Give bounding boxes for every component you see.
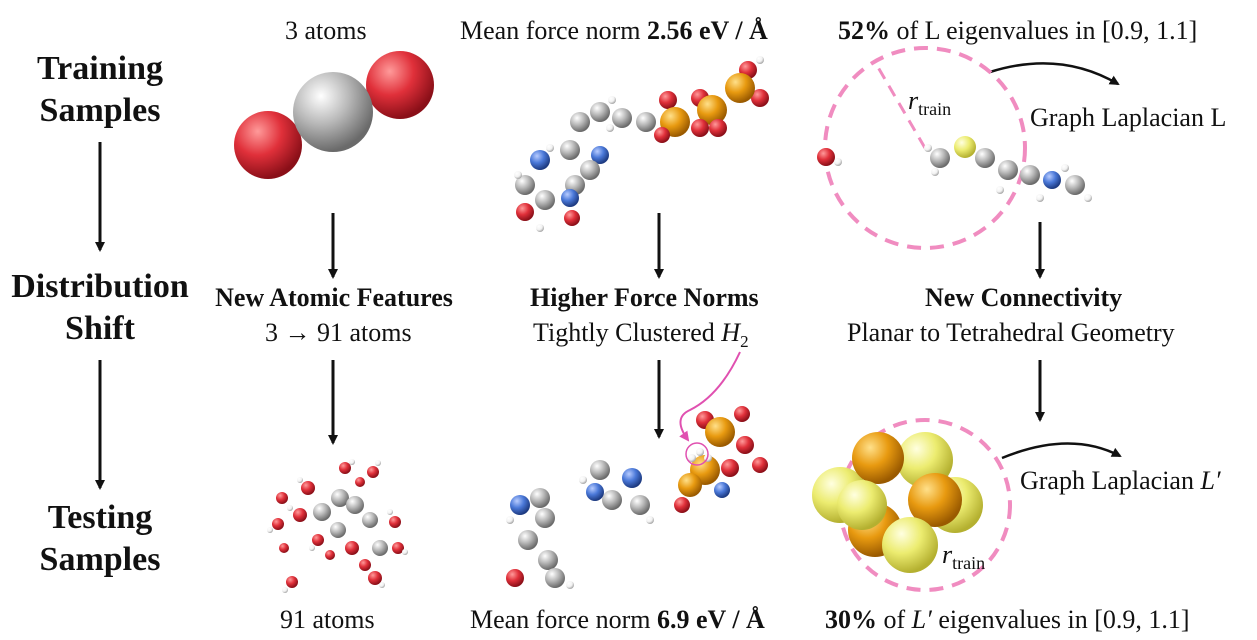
row-label-line: Distribution: [11, 268, 189, 305]
col2-top-caption: Mean force norm 2.56 eV / Å: [460, 16, 768, 46]
caption-text: Mean force norm: [460, 16, 647, 45]
caption-text: Tightly Clustered: [533, 318, 722, 347]
caption-text: Graph Laplacian: [1020, 466, 1201, 495]
row-label-shift: Distribution Shift: [0, 266, 200, 350]
molecule-bottom-right: [812, 432, 983, 573]
col2-bottom-caption: Mean force norm 6.9 eV / Å: [470, 605, 765, 635]
caption-text: of L eigenvalues in [0.9, 1.1]: [890, 16, 1198, 45]
co2-molecule: [234, 51, 434, 179]
h2-highlight: [685, 442, 709, 466]
col3-shift-title: New Connectivity: [925, 283, 1123, 312]
row-label-line: Testing: [47, 499, 153, 536]
force-norm-value: 2.56 eV / Å: [646, 16, 768, 45]
col3-bottom-caption: 30% of L′ eigenvalues in [0.9, 1.1]: [825, 605, 1190, 635]
row-label-training: Training Samples: [20, 48, 180, 132]
laplacian-arrow-top: [989, 62, 1120, 86]
math-subscript: train: [918, 99, 952, 120]
laplacian-arrow-bottom: [1001, 442, 1122, 460]
row-label-line: Samples: [39, 92, 161, 129]
col1-top-caption: 3 atoms: [285, 16, 367, 45]
math-subscript: train: [952, 553, 986, 574]
water-cluster: [267, 459, 408, 593]
graph-laplacian-label-bottom: Graph Laplacian L′: [1020, 466, 1221, 496]
col1-bottom-caption: 91 atoms: [280, 605, 375, 634]
row-label-line: Shift: [65, 310, 135, 347]
math-symbol: r: [908, 86, 919, 115]
math-symbol: L′: [1200, 466, 1221, 495]
graph-laplacian-label-top: Graph Laplacian L: [1030, 103, 1227, 132]
math-symbol: r: [942, 540, 953, 569]
math-symbol: L′: [911, 605, 932, 634]
caption-text: of: [877, 605, 912, 634]
math-symbol: H: [721, 318, 741, 347]
col1-shift-sub: 3 → 91 atoms: [265, 318, 412, 347]
row-label-testing: Testing Samples: [20, 497, 180, 581]
col3-shift-sub: Planar to Tetrahedral Geometry: [847, 318, 1175, 347]
row-label-line: Training: [37, 50, 163, 87]
cluster-pointer-arrow: [679, 351, 741, 442]
math-subscript: 2: [740, 332, 749, 352]
row-label-line: Samples: [39, 541, 161, 578]
caption-text: Mean force norm: [470, 605, 657, 634]
radius-circle-top: [823, 46, 1027, 250]
molecule-bottom-middle: [506, 406, 768, 589]
column-arrows: [328, 213, 1045, 445]
force-norm-value: 6.9 eV / Å: [656, 605, 765, 634]
r-train-label-bottom: rtrain: [942, 540, 985, 574]
r-train-label-top: rtrain: [908, 86, 951, 120]
col3-top-caption: 52% of L eigenvalues in [0.9, 1.1]: [838, 16, 1197, 46]
col1-shift-title: New Atomic Features: [215, 283, 453, 312]
caption-text: eigenvalues in [0.9, 1.1]: [931, 605, 1190, 634]
eigen-percent: 30%: [825, 605, 877, 634]
molecule-top-right: [817, 136, 1092, 202]
eigen-percent: 52%: [838, 16, 890, 45]
molecule-top-middle: [514, 56, 769, 232]
col2-shift-sub: Tightly Clustered H2: [533, 318, 749, 352]
col2-shift-title: Higher Force Norms: [530, 283, 759, 312]
